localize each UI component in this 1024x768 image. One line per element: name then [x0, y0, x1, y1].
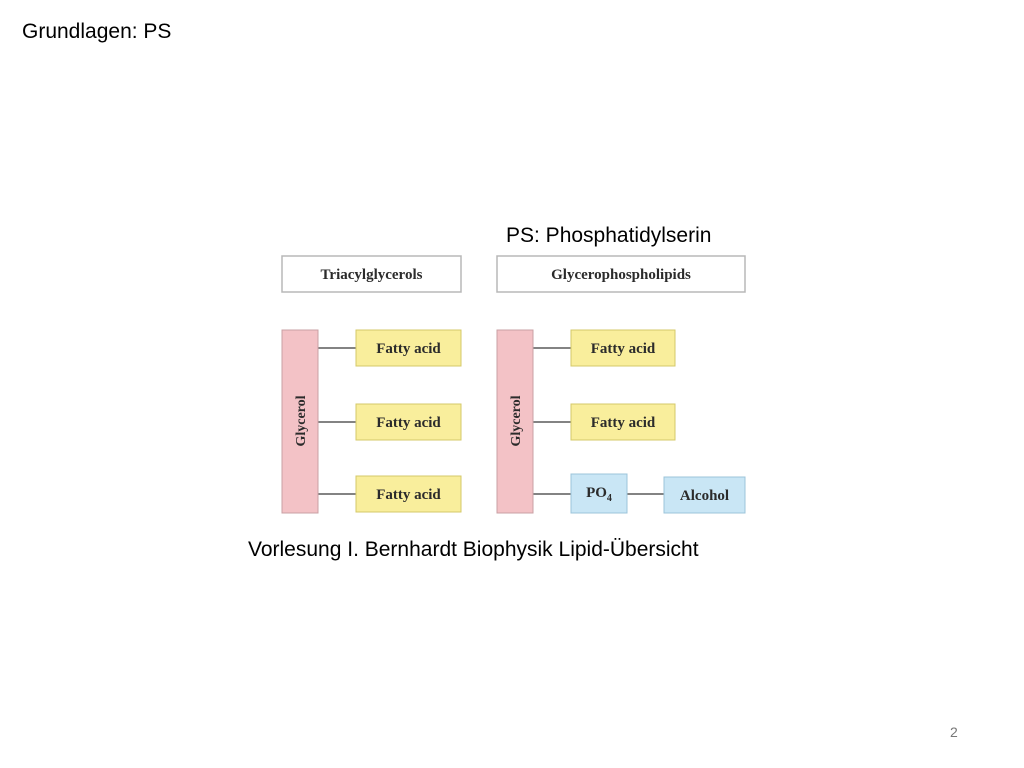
- triacylglycerols-header: Triacylglycerols: [321, 267, 423, 283]
- fatty-acid-chain: Fatty acid: [570, 329, 676, 367]
- phosphate-symbol: PO: [586, 485, 607, 501]
- fatty-acid-label: Fatty acid: [591, 415, 656, 431]
- fatty-acid-box: [355, 475, 462, 513]
- diagram-label: PS: Phosphatidylserin: [506, 224, 712, 247]
- fatty-acid-label: Fatty acid: [376, 415, 441, 431]
- slide-caption: Vorlesung I. Bernhardt Biophysik Lipid-Ü…: [248, 538, 699, 561]
- glycerophospholipids-header: Glycerophospholipids: [551, 267, 691, 283]
- alcohol-label: Alcohol: [680, 488, 729, 504]
- fatty-acid-chain: Fatty acid: [355, 403, 462, 441]
- alcohol-box: [663, 476, 746, 514]
- glycerol-backbone: [281, 329, 319, 514]
- fatty-acid-label: Fatty acid: [376, 341, 441, 357]
- fatty-acid-box: [355, 329, 462, 367]
- fatty-acid-chain: Fatty acid: [355, 329, 462, 367]
- glycerol-backbone: [496, 329, 534, 514]
- triacylglycerols-panel: Triacylglycerols Glycerol Fatty acid Fat…: [281, 255, 462, 514]
- phosphate-subscript: 4: [607, 493, 612, 504]
- glycerophospholipids-header-box: [496, 255, 746, 293]
- page-number: 2: [950, 724, 958, 740]
- fatty-acid-chain: Fatty acid: [570, 403, 676, 441]
- alcohol-head-group: Alcohol: [663, 476, 746, 514]
- slide-title: Grundlagen: PS: [22, 20, 172, 43]
- fatty-acid-box: [355, 403, 462, 441]
- fatty-acid-label: Fatty acid: [376, 487, 441, 503]
- fatty-acid-label: Fatty acid: [591, 341, 656, 357]
- fatty-acid-box: [570, 403, 676, 441]
- fatty-acid-chain: Fatty acid: [355, 475, 462, 513]
- triacylglycerols-header-box: [281, 255, 462, 293]
- glycerol-label: Glycerol: [509, 395, 524, 446]
- phosphate-box: [570, 473, 628, 514]
- fatty-acid-box: [570, 329, 676, 367]
- phosphate-label: PO4: [586, 485, 612, 504]
- glycerophospholipids-panel: Glycerophospholipids Glycerol Fatty acid…: [496, 255, 746, 514]
- phosphate-group: PO4: [570, 473, 628, 514]
- glycerol-label: Glycerol: [294, 395, 309, 446]
